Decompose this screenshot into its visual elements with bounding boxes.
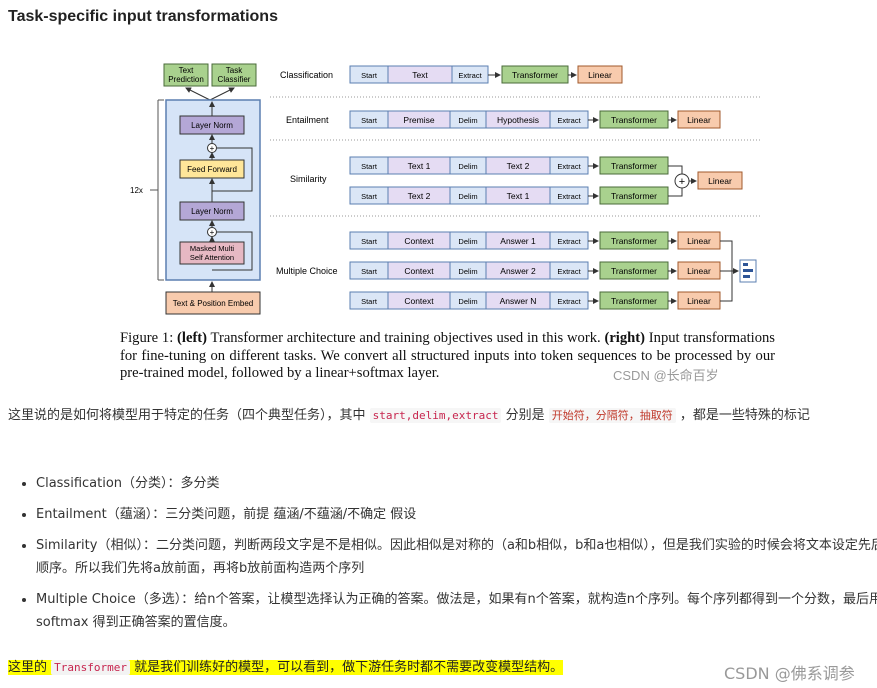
svg-text:Context: Context <box>404 236 434 246</box>
conclusion-paragraph: 这里的 Transformer 就是我们训练好的模型，可以看到，做下游任务时都不… <box>8 660 564 675</box>
svg-text:Extract: Extract <box>557 297 581 306</box>
svg-text:Answer 1: Answer 1 <box>500 236 536 246</box>
svg-text:Delim: Delim <box>458 297 477 306</box>
inline-code-meaning: 开始符，分隔符，抽取符 <box>548 408 676 423</box>
figure-caption: Figure 1: (left) Transformer architectur… <box>120 330 775 381</box>
intro-paragraph: 这里说的是如何将模型用于特定的任务（四个典型任务），其中 start,delim… <box>8 408 810 423</box>
svg-text:Linear: Linear <box>687 236 711 246</box>
text-prediction-label-2: Prediction <box>168 75 204 84</box>
task-label-similarity: Similarity <box>290 174 327 184</box>
svg-text:Start: Start <box>361 192 378 201</box>
figure-watermark: CSDN @长命百岁️ <box>613 368 719 383</box>
svg-text:Extract: Extract <box>458 71 482 80</box>
svg-text:+: + <box>210 228 215 237</box>
svg-text:Start: Start <box>361 162 378 171</box>
svg-text:Delim: Delim <box>458 267 477 276</box>
masked-attention-label-1: Masked Multi <box>190 244 235 253</box>
task-classifier-label-1: Task <box>226 66 243 75</box>
gpt-figure: Text Prediction Task Classifier 12x Laye… <box>120 58 780 388</box>
svg-text:Delim: Delim <box>458 162 477 171</box>
svg-text:Extract: Extract <box>557 237 581 246</box>
svg-text:Start: Start <box>361 267 378 276</box>
svg-text:Transformer: Transformer <box>611 296 657 306</box>
repeat-count: 12x <box>130 186 143 195</box>
layer-norm-bottom-label: Layer Norm <box>191 207 233 216</box>
svg-text:+: + <box>679 176 685 188</box>
inline-code-transformer: Transformer <box>51 660 130 675</box>
task-classification: Classification Start Text Extract Transf… <box>280 65 623 84</box>
svg-text:Context: Context <box>404 296 434 306</box>
svg-text:Hypothesis: Hypothesis <box>497 115 539 125</box>
list-item-classification: Classification（分类）：多分类 <box>36 472 877 495</box>
svg-text:Text 2: Text 2 <box>507 161 530 171</box>
svg-text:Transformer: Transformer <box>611 115 657 125</box>
task-classifier-label-2: Classifier <box>218 75 251 84</box>
page-watermark: CSDN @佛系调参 <box>724 664 855 683</box>
svg-text:Linear: Linear <box>687 266 711 276</box>
svg-text:Transformer: Transformer <box>611 161 657 171</box>
svg-text:Extract: Extract <box>557 192 581 201</box>
svg-text:Start: Start <box>361 116 378 125</box>
task-multiple-choice: Multiple Choice Start Context Delim Answ… <box>276 231 757 310</box>
svg-text:Transformer: Transformer <box>611 191 657 201</box>
svg-text:Linear: Linear <box>687 115 711 125</box>
transformer-architecture: Text Prediction Task Classifier 12x Laye… <box>130 63 261 315</box>
svg-text:Linear: Linear <box>687 296 711 306</box>
svg-text:Text 2: Text 2 <box>408 191 431 201</box>
svg-text:Delim: Delim <box>458 116 477 125</box>
svg-text:Text 1: Text 1 <box>507 191 530 201</box>
svg-text:Text 1: Text 1 <box>408 161 431 171</box>
svg-text:Delim: Delim <box>458 192 477 201</box>
svg-text:Linear: Linear <box>588 70 612 80</box>
inline-code-tokens: start,delim,extract <box>369 408 502 423</box>
svg-text:Text: Text <box>412 70 428 80</box>
task-classifier-box <box>211 63 257 87</box>
list-item-similarity: Similarity（相似）：二分类问题，判断两段文字是不是相似。因此相似是对称… <box>36 534 877 580</box>
svg-text:Context: Context <box>404 266 434 276</box>
text-prediction-box <box>163 63 209 87</box>
task-entailment: Entailment Start Premise Delim Hypothesi… <box>286 110 721 129</box>
list-item-multiple-choice: Multiple Choice（多选）：给n个答案，让模型选择认为正确的答案。做… <box>36 588 877 634</box>
svg-text:+: + <box>210 144 215 153</box>
task-similarity: Similarity Start Text 1 Delim Text 2 Ext… <box>290 156 743 205</box>
svg-text:Premise: Premise <box>403 115 434 125</box>
list-item-entailment: Entailment（蕴涵）：三分类问题，前提 蕴涵/不蕴涵/不确定 假设 <box>36 503 877 526</box>
task-label-classification: Classification <box>280 70 333 80</box>
svg-text:Start: Start <box>361 297 378 306</box>
svg-text:Transformer: Transformer <box>512 70 558 80</box>
text-prediction-label-1: Text <box>179 66 194 75</box>
task-list: Classification（分类）：多分类 Entailment（蕴涵）：三分… <box>18 472 877 642</box>
embed-box <box>165 291 261 315</box>
embed-label: Text & Position Embed <box>173 299 253 308</box>
section-heading: Task-specific input transformations <box>8 8 278 25</box>
masked-attention-label-2: Self Attention <box>190 253 234 262</box>
task-label-multiple-choice: Multiple Choice <box>276 266 338 276</box>
figure-diagram: Text Prediction Task Classifier 12x Laye… <box>130 63 762 315</box>
svg-text:Transformer: Transformer <box>611 266 657 276</box>
svg-text:Extract: Extract <box>557 267 581 276</box>
feed-forward-label: Feed Forward <box>187 165 237 174</box>
layer-norm-top-label: Layer Norm <box>191 121 233 130</box>
svg-text:Linear: Linear <box>708 176 732 186</box>
svg-text:Start: Start <box>361 71 378 80</box>
svg-text:Delim: Delim <box>458 237 477 246</box>
svg-text:Transformer: Transformer <box>611 236 657 246</box>
task-label-entailment: Entailment <box>286 115 329 125</box>
svg-text:Answer 2: Answer 2 <box>500 266 536 276</box>
svg-text:Start: Start <box>361 237 378 246</box>
svg-text:Extract: Extract <box>557 116 581 125</box>
svg-text:Answer N: Answer N <box>500 296 537 306</box>
svg-text:Extract: Extract <box>557 162 581 171</box>
